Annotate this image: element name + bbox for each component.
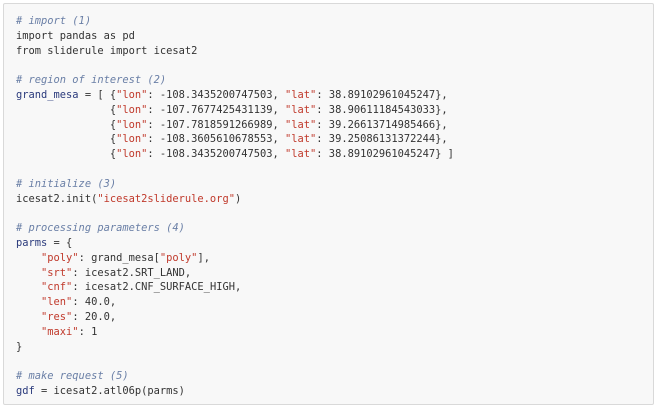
- code-token-plain: = [ {: [78, 88, 117, 101]
- code-line: [16, 58, 653, 73]
- code-token-plain: : 38.90611184543033},: [316, 103, 448, 116]
- code-token-comment: # region of interest (2): [16, 74, 167, 87]
- code-token-string: "lat": [285, 103, 317, 116]
- code-token-plain: icesat2.init(: [16, 192, 98, 205]
- code-token-plain: : icesat2.SRT_LAND,: [72, 266, 192, 279]
- code-line: gdf = icesat2.atl06p(parms): [16, 384, 653, 399]
- code-line: from sliderule import icesat2: [16, 44, 653, 59]
- code-line: {"lon": -107.7677425431139, "lat": 38.90…: [16, 103, 653, 118]
- code-token-plain: {: [16, 118, 117, 131]
- code-block: # import (1) import pandas as pd from slid…: [3, 3, 654, 405]
- code-token-var: gdf: [16, 384, 35, 397]
- code-token-string: "lon": [116, 103, 148, 116]
- code-line: [16, 354, 653, 369]
- code-token-plain: : grand_mesa[: [78, 251, 160, 264]
- code-token-plain: : 39.26613714985466},: [316, 118, 448, 131]
- code-token-plain: : 20.0,: [72, 310, 117, 323]
- code-token-string: "lon": [116, 148, 148, 161]
- code-token-string: "maxi": [41, 325, 79, 338]
- code-token-plain: : -108.3605610678553,: [147, 133, 286, 146]
- code-token-plain: {: [16, 133, 117, 146]
- code-token-plain: [16, 252, 41, 264]
- code-token-plain: [16, 296, 41, 308]
- code-token-plain: : -107.7818591266989,: [147, 118, 286, 131]
- code-token-plain: [16, 311, 41, 323]
- code-token-string: "poly": [41, 251, 79, 264]
- code-token-plain: [16, 281, 41, 293]
- code-token-plain: [16, 267, 41, 279]
- code-line: icesat2.init("icesat2sliderule.org"): [16, 192, 653, 207]
- code-token-var: grand_mesa: [16, 88, 79, 101]
- code-line: [16, 162, 653, 177]
- code-token-string: "lat": [285, 148, 317, 161]
- code-line: {"lon": -108.3605610678553, "lat": 39.25…: [16, 132, 653, 147]
- code-line: # processing parameters (4): [16, 221, 653, 236]
- code-token-plain: from sliderule import icesat2: [16, 44, 198, 57]
- code-line: parms = {: [16, 236, 653, 251]
- code-line: # initialize (3): [16, 177, 653, 192]
- code-token-plain: : icesat2.CNF_SURFACE_HIGH,: [72, 281, 242, 294]
- code-line: "cnf": icesat2.CNF_SURFACE_HIGH,: [16, 280, 653, 295]
- code-token-string: "lon": [116, 118, 148, 131]
- code-token-plain: import pandas as pd: [16, 29, 135, 42]
- code-token-string: "lon": [116, 88, 148, 101]
- code-line: # region of interest (2): [16, 73, 653, 88]
- code-token-comment: # import (1): [16, 15, 92, 27]
- code-token-string: "srt": [41, 266, 73, 279]
- code-token-comment: # initialize (3): [16, 177, 117, 190]
- code-token-string: "cnf": [41, 281, 73, 294]
- code-token-plain: : 1: [78, 325, 98, 338]
- code-token-plain: [16, 326, 41, 338]
- code-token-plain: : 38.89102961045247},: [316, 88, 448, 101]
- code-token-plain: = {: [47, 236, 73, 249]
- code-line: "maxi": 1: [16, 325, 653, 340]
- code-token-string: "lat": [285, 133, 317, 146]
- code-line: "srt": icesat2.SRT_LAND,: [16, 266, 653, 281]
- code-token-plain: {: [16, 103, 117, 116]
- code-token-plain: {: [16, 148, 117, 161]
- code-token-string: "res": [41, 310, 73, 323]
- code-line: }: [16, 340, 653, 355]
- code-line: {"lon": -107.7818591266989, "lat": 39.26…: [16, 118, 653, 133]
- code-token-string: "poly": [159, 251, 198, 264]
- code-line: # make request (5): [16, 369, 653, 384]
- code-token-string: "lat": [285, 88, 317, 101]
- code-token-comment: # processing parameters (4): [16, 222, 185, 235]
- code-token-plain: = icesat2.atl06p(parms): [34, 384, 185, 397]
- code-token-string: "icesat2sliderule.org": [97, 192, 235, 205]
- code-token-string: "lon": [116, 133, 148, 146]
- code-line: "len": 40.0,: [16, 295, 653, 310]
- code-token-plain: : 40.0,: [72, 296, 117, 309]
- code-token-var: parms: [16, 236, 48, 249]
- code-token-plain: ): [234, 192, 242, 205]
- code-line: "res": 20.0,: [16, 310, 653, 325]
- code-token-plain: : -108.3435200747503,: [147, 148, 286, 161]
- code-line: [16, 206, 653, 221]
- code-line: # import (1): [16, 14, 653, 29]
- code-line: grand_mesa = [ {"lon": -108.343520074750…: [16, 88, 653, 103]
- code-token-plain: : -108.3435200747503,: [147, 88, 286, 101]
- code-line: "poly": grand_mesa["poly"],: [16, 251, 653, 266]
- code-line: import pandas as pd: [16, 29, 653, 44]
- code-token-plain: ],: [197, 251, 210, 264]
- code-token-comment: # make request (5): [16, 370, 129, 383]
- code-token-plain: : -107.7677425431139,: [147, 103, 286, 116]
- code-token-string: "lat": [285, 118, 317, 131]
- code-line: {"lon": -108.3435200747503, "lat": 38.89…: [16, 147, 653, 162]
- code-token-plain: : 38.89102961045247} ]: [316, 148, 454, 161]
- code-token-plain: : 39.25086131372244},: [316, 133, 448, 146]
- code-token-string: "len": [41, 296, 73, 309]
- code-token-plain: }: [16, 340, 23, 353]
